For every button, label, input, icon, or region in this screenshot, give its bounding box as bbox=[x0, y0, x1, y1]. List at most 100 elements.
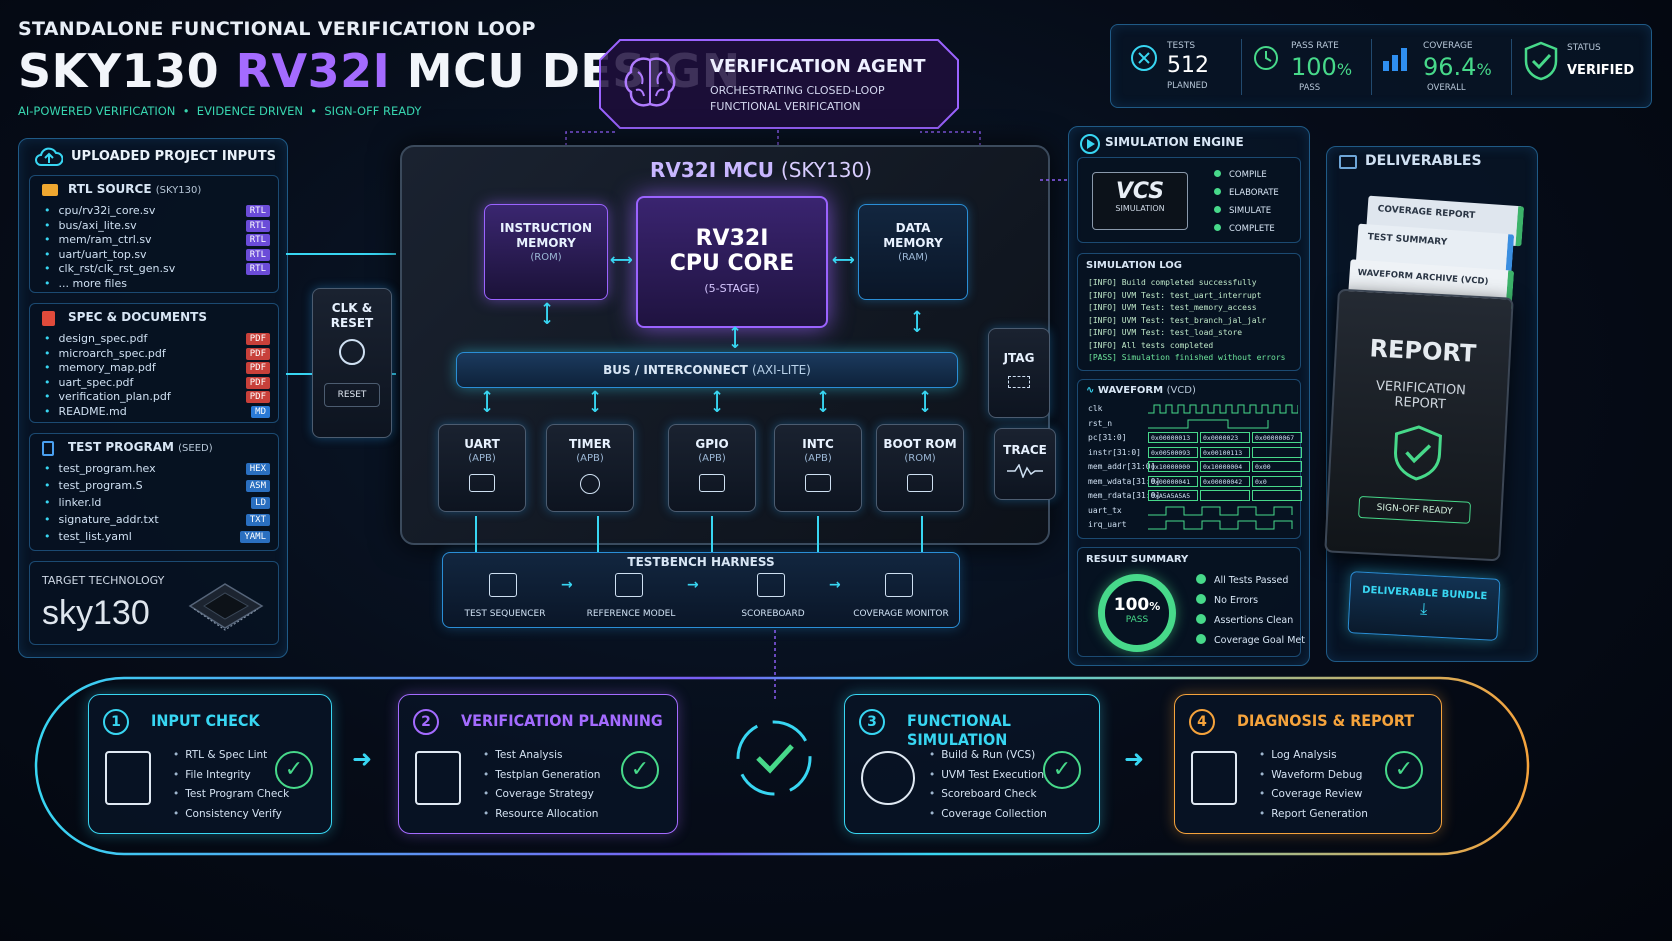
sim-phase-label: COMPLETE bbox=[1229, 224, 1275, 234]
inputs-panel: UPLOADED PROJECT INPUTS RTL SOURCE (SKY1… bbox=[18, 138, 288, 658]
file-row[interactable]: signature_addr.txt bbox=[44, 513, 159, 526]
stats-bar: TESTS 512 PLANNED PASS RATE 100% PASS CO… bbox=[1110, 24, 1652, 108]
imem-line1: INSTRUCTION bbox=[499, 221, 593, 235]
file-row[interactable]: microarch_spec.pdf bbox=[44, 347, 166, 360]
status-dot-icon bbox=[1214, 188, 1221, 195]
step-item: File Integrity bbox=[173, 769, 250, 781]
list-icon bbox=[489, 573, 517, 597]
arrow-step1-step2: ➜ bbox=[352, 745, 373, 773]
arrow-step3-step4: ➜ bbox=[1124, 745, 1145, 773]
file-row[interactable]: linker.ld bbox=[44, 496, 102, 509]
peripheral-timer[interactable]: TIMER(APB) bbox=[546, 424, 634, 512]
signal-value: 0x0 bbox=[1252, 475, 1302, 487]
log-line: [INFO] UVM Test: test_memory_access bbox=[1088, 303, 1257, 312]
file-row[interactable]: test_list.yaml bbox=[44, 530, 132, 543]
report-title: REPORT bbox=[1368, 334, 1477, 368]
peripheral-boot-rom[interactable]: BOOT ROM(ROM) bbox=[876, 424, 964, 512]
trace-block[interactable]: TRACE bbox=[994, 428, 1056, 500]
title-part-b: RV32I bbox=[235, 44, 391, 98]
data-memory[interactable]: DATA MEMORY (RAM) bbox=[858, 204, 968, 300]
peripheral-name: GPIO bbox=[695, 437, 729, 451]
test-program-box[interactable]: TEST PROGRAM (SEED) test_program.hexHEXt… bbox=[29, 433, 279, 551]
imem-sub: (ROM) bbox=[530, 252, 562, 263]
deliverables-panel: DELIVERABLES COVERAGE REPORT TEST SUMMAR… bbox=[1324, 146, 1538, 662]
divider bbox=[1511, 39, 1512, 95]
coverage-value-wrap: 96.4% bbox=[1423, 53, 1492, 81]
file-row[interactable]: uart_spec.pdf bbox=[44, 376, 134, 389]
arrow-testbench-flow: → bbox=[829, 577, 841, 593]
jtag-label: JTAG bbox=[1003, 351, 1035, 365]
log-line: [INFO] Build completed successfully bbox=[1088, 278, 1257, 287]
file-type-badge: HEX bbox=[245, 463, 270, 475]
file-row[interactable]: uart/uart_top.sv bbox=[44, 248, 147, 261]
file-row[interactable]: README.md bbox=[44, 405, 127, 418]
doc-coverage-report-label: COVERAGE REPORT bbox=[1377, 204, 1476, 222]
peripheral-uart[interactable]: UART(APB) bbox=[438, 424, 526, 512]
file-row[interactable]: mem/ram_ctrl.sv bbox=[44, 233, 152, 246]
vcs-tool: VCS bbox=[1115, 179, 1165, 204]
verification-loop-track bbox=[34, 676, 1530, 856]
pass-value-wrap: 100% bbox=[1291, 53, 1352, 81]
file-row[interactable]: ... more files bbox=[44, 277, 127, 290]
signal-trace bbox=[1148, 419, 1269, 428]
testbench-item-label: COVERAGE MONITOR bbox=[853, 609, 949, 619]
log-line: [PASS] Simulation finished without error… bbox=[1088, 353, 1286, 362]
step-item: Scoreboard Check bbox=[929, 788, 1036, 800]
shield-check-icon bbox=[1394, 425, 1442, 481]
rtl-source-box[interactable]: RTL SOURCE (SKY130) cpu/rv32i_core.svRTL… bbox=[29, 175, 279, 293]
file-row[interactable]: verification_plan.pdf bbox=[44, 390, 171, 403]
step-item: RTL & Spec Lint bbox=[173, 749, 267, 761]
check-circle-icon bbox=[1196, 614, 1206, 624]
chip-icon bbox=[907, 474, 933, 492]
peripheral-gpio[interactable]: GPIO(APB) bbox=[668, 424, 756, 512]
deliverable-bundle-button[interactable]: DELIVERABLE BUNDLE ⤓ bbox=[1347, 571, 1501, 641]
reset-button[interactable]: RESET bbox=[324, 383, 380, 407]
check-circle-icon: ✓ bbox=[1043, 751, 1081, 789]
spec-docs-box[interactable]: SPEC & DOCUMENTS design_spec.pdfPDFmicro… bbox=[29, 303, 279, 423]
result-sub: PASS bbox=[1125, 615, 1149, 625]
cpu-core[interactable]: RV32I CPU CORE (5-STAGE) bbox=[636, 196, 828, 328]
bar-chart-icon bbox=[1383, 48, 1407, 71]
trace-label: TRACE bbox=[1003, 443, 1047, 457]
vcs-chip: VCS SIMULATION bbox=[1092, 172, 1188, 230]
status-dot-icon bbox=[1214, 206, 1221, 213]
file-row[interactable]: test_program.S bbox=[44, 479, 143, 492]
step-item: Coverage Collection bbox=[929, 808, 1047, 820]
instruction-memory[interactable]: INSTRUCTION MEMORY (ROM) bbox=[484, 204, 608, 300]
clock-icon bbox=[580, 474, 600, 494]
jtag-block[interactable]: JTAG bbox=[988, 328, 1050, 418]
arrow-bus-peripheral: ⟷ bbox=[585, 390, 605, 413]
file-row[interactable]: memory_map.pdf bbox=[44, 361, 156, 374]
file-row[interactable]: bus/axi_lite.sv bbox=[44, 219, 137, 232]
step-number: 4 bbox=[1189, 709, 1215, 735]
pass-sub: PASS bbox=[1299, 83, 1321, 93]
target-label: TARGET TECHNOLOGY bbox=[42, 574, 165, 587]
pass-label: PASS RATE bbox=[1291, 41, 1339, 51]
result-item: No Errors bbox=[1196, 594, 1258, 606]
file-row[interactable]: design_spec.pdf bbox=[44, 332, 148, 345]
arrow-bus-peripheral: ⟷ bbox=[707, 390, 727, 413]
file-row[interactable]: clk_rst/clk_rst_gen.sv bbox=[44, 262, 176, 275]
sim-phase-label: COMPILE bbox=[1229, 170, 1267, 180]
log-line: [INFO] UVM Test: test_uart_interrupt bbox=[1088, 290, 1262, 300]
clock-reset-block[interactable]: CLK & RESET RESET bbox=[312, 288, 392, 438]
file-row[interactable]: test_program.hex bbox=[44, 462, 156, 475]
peripheral-intc[interactable]: INTC(APB) bbox=[774, 424, 862, 512]
file-type-badge: PDF bbox=[245, 376, 270, 389]
result-item: Coverage Goal Met bbox=[1196, 634, 1305, 646]
agent-subtitle-1: ORCHESTRATING CLOSED-LOOP bbox=[710, 84, 885, 97]
file-row[interactable]: cpu/rv32i_core.sv bbox=[44, 204, 156, 217]
verification-agent-panel[interactable]: VERIFICATION AGENT ORCHESTRATING CLOSED-… bbox=[598, 38, 960, 130]
sim-phase: ELABORATE bbox=[1214, 188, 1279, 198]
file-icon bbox=[42, 441, 54, 456]
result-summary-box: RESULT SUMMARY 100% PASS All Tests Passe… bbox=[1077, 547, 1305, 657]
verification-report[interactable]: REPORT VERIFICATION REPORT SIGN-OFF READ… bbox=[1324, 288, 1514, 562]
signal-value: 0x00500093 bbox=[1148, 446, 1198, 458]
signal-name: uart_tx bbox=[1088, 505, 1122, 515]
simulation-engine-panel: SIMULATION ENGINE VCS SIMULATION COMPILE… bbox=[1068, 126, 1310, 666]
sim-phase: SIMULATE bbox=[1214, 206, 1271, 216]
